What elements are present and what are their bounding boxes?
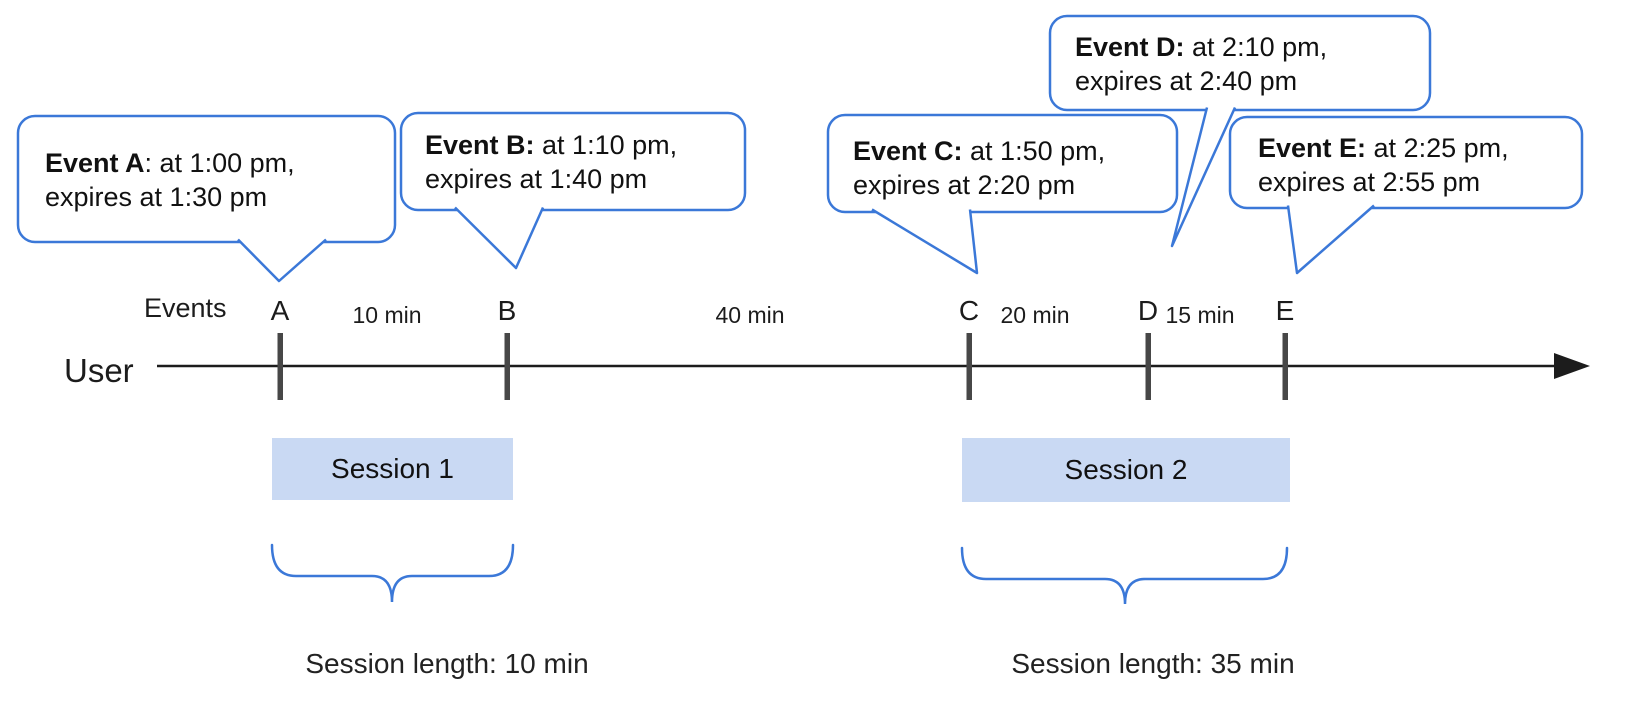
callout-bubbles [16, 14, 1584, 283]
tick-d [1145, 333, 1151, 400]
bubble-event-e: Event E: at 2:25 pm, expires at 2:55 pm [1258, 131, 1509, 199]
bubble-event-c: Event C: at 1:50 pm, expires at 2:20 pm [853, 134, 1105, 202]
event-d-name: Event D: [1075, 32, 1185, 62]
user-label: User [64, 352, 134, 389]
event-d-time: at 2:10 pm, [1184, 32, 1328, 62]
event-a-time: : at 1:00 pm, [144, 148, 295, 178]
event-b-time: at 1:10 pm, [534, 130, 678, 160]
bubble-event-b: Event B: at 1:10 pm, expires at 1:40 pm [425, 128, 677, 196]
timeline-axis [157, 353, 1590, 379]
bubble-e-tail [1286, 204, 1375, 275]
session1-brace [270, 543, 515, 603]
tick-b [504, 333, 510, 400]
bubble-event-d: Event D: at 2:10 pm, expires at 2:40 pm [1075, 30, 1327, 98]
bubble-c-line1: Event C: at 1:50 pm, [853, 134, 1105, 168]
bubble-d-line1: Event D: at 2:10 pm, [1075, 30, 1327, 64]
events-label: Events [144, 293, 227, 323]
session2-box: Session 2 [962, 438, 1290, 502]
tick-e [1282, 333, 1288, 400]
event-b-expiry: expires at 1:40 pm [425, 164, 648, 194]
bubble-b-shape [399, 111, 747, 212]
tick-label-e: E [1275, 295, 1295, 326]
session1-label: Session 1 [331, 453, 454, 484]
bubble-e-line1: Event E: at 2:25 pm, [1258, 131, 1509, 165]
bubble-c-tail [871, 208, 979, 275]
event-a-expiry: expires at 1:30 pm [45, 182, 268, 212]
event-b-name: Event B: [425, 130, 535, 160]
event-e-time: at 2:25 pm, [1366, 133, 1509, 163]
session-braces [270, 543, 1289, 605]
tick-label-b: B [497, 295, 517, 326]
session2-length-label: Session length: 35 min [1011, 648, 1295, 679]
session1-length-label: Session length: 10 min [305, 648, 589, 679]
bubble-d-tail [1170, 106, 1237, 248]
session2-brace [960, 546, 1289, 605]
event-a-name: Event A [45, 148, 145, 178]
tick-c [966, 333, 972, 400]
event-d-expiry: expires at 2:40 pm [1075, 66, 1298, 96]
event-e-name: Event E: [1258, 133, 1367, 163]
tick-a [277, 333, 283, 400]
session1-box: Session 1 [272, 438, 513, 500]
bubble-e-shape [1228, 115, 1584, 210]
session2-label: Session 2 [1064, 454, 1188, 485]
interval-a-b: 10 min [352, 302, 422, 328]
timeline-arrowhead-icon [1554, 353, 1590, 379]
bubble-c-shape [826, 113, 1179, 214]
event-tick-marks [277, 333, 1288, 400]
interval-b-c: 40 min [715, 302, 785, 328]
bubble-b-line1: Event B: at 1:10 pm, [425, 128, 677, 162]
bubble-a-line1: Event A: at 1:00 pm, [45, 146, 295, 180]
bubble-a-shape [16, 114, 397, 244]
bubble-d-shape [1048, 14, 1432, 112]
tick-label-c: C [958, 295, 980, 326]
bubble-b-tail [454, 206, 545, 270]
interval-d-e: 15 min [1165, 302, 1235, 328]
tick-label-d: D [1137, 295, 1159, 326]
event-c-time: at 1:50 pm, [962, 136, 1106, 166]
event-c-name: Event C: [853, 136, 963, 166]
interval-c-d: 20 min [1000, 302, 1070, 328]
bubble-event-a: Event A: at 1:00 pm, expires at 1:30 pm [45, 146, 295, 214]
event-c-expiry: expires at 2:20 pm [853, 170, 1076, 200]
event-e-expiry: expires at 2:55 pm [1258, 167, 1481, 197]
tick-label-a: A [270, 295, 290, 326]
bubble-a-tail [237, 238, 327, 283]
